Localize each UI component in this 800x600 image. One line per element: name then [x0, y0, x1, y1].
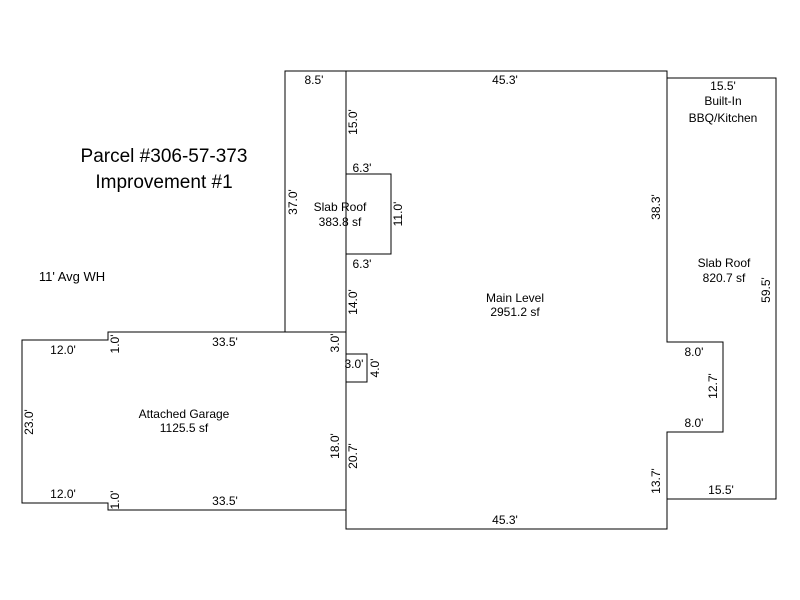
dim-main-bottom: 45.3': [492, 513, 518, 527]
garage-label: Attached Garage: [139, 407, 230, 421]
dim-main-3-0b: 3.0': [345, 357, 364, 371]
garage-area: 1125.5 sf: [160, 421, 209, 435]
dim-main-4-0: 4.0': [368, 359, 382, 378]
dim-slab-left-top: 8.5': [305, 73, 324, 87]
dim-right-8-0b: 8.0': [685, 416, 704, 430]
dim-right-15-5a: 15.5': [710, 79, 736, 93]
main-level-area: 2951.2 sf: [490, 305, 540, 319]
slab-roof-left-area: 383.8 sf: [319, 215, 362, 229]
slab-roof-right-area: 820.7 sf: [703, 271, 746, 285]
main-level-label: Main Level: [486, 291, 544, 305]
dim-slab-left-6-3b: 6.3': [353, 257, 372, 271]
slab-roof-left-label: Slab Roof: [314, 200, 367, 214]
dim-garage-12-0b: 12.0': [50, 487, 76, 501]
dim-right-59-5: 59.5': [759, 277, 773, 303]
dim-main-20-7: 20.7': [346, 443, 360, 469]
dim-right-8-0a: 8.0': [685, 345, 704, 359]
dim-right-38-3: 38.3': [649, 194, 663, 220]
dim-right-13-7: 13.7': [649, 468, 663, 494]
slab-roof-right-label: Slab Roof: [698, 256, 751, 270]
improvement-label: Improvement #1: [95, 172, 232, 193]
dim-slab-left-37-0: 37.0': [286, 189, 300, 215]
slab-roof-right-outline: [667, 77, 777, 500]
dim-right-12-7: 12.7': [706, 373, 720, 399]
dim-garage-18-0: 18.0': [328, 433, 342, 459]
dim-garage-23-0: 23.0': [22, 409, 36, 435]
dim-main-14-0: 14.0': [346, 289, 360, 315]
parcel-title: Parcel #306-57-373: [81, 146, 248, 167]
dim-main-top: 45.3': [492, 73, 518, 87]
dim-slab-left-6-3a: 6.3': [353, 161, 372, 175]
dim-garage-33-5b: 33.5': [212, 494, 238, 508]
dim-slab-left-11-0: 11.0': [391, 202, 405, 227]
dim-garage-12-0a: 12.0': [50, 343, 76, 357]
bbq-label-line2: BBQ/Kitchen: [689, 111, 758, 125]
main-level-outline: [345, 70, 724, 530]
dim-right-15-5b: 15.5': [708, 483, 734, 497]
dim-garage-33-5a: 33.5': [212, 335, 238, 349]
dim-garage-1-0b: 1.0': [108, 491, 122, 510]
dim-main-3-0: 3.0': [328, 334, 342, 353]
attached-garage-outline: [21, 331, 347, 511]
bbq-label-line1: Built-In: [704, 94, 741, 108]
dim-slab-left-15-0: 15.0': [346, 109, 360, 135]
avg-wall-height-note: 11' Avg WH: [39, 269, 105, 284]
dim-garage-1-0a: 1.0': [108, 335, 122, 354]
